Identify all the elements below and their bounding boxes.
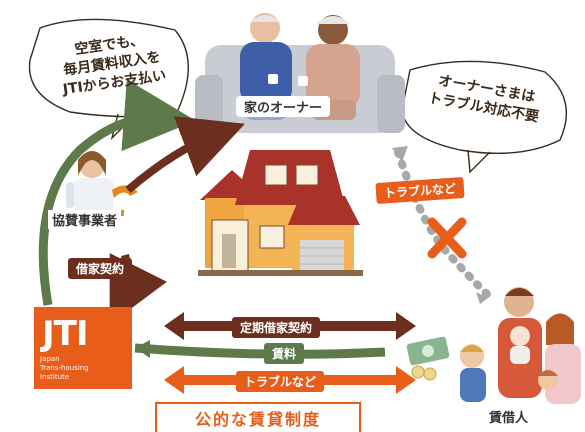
trouble-speech-bubble [401,60,567,174]
payment-arrow [38,79,196,306]
tenant-label: 賃借人 [484,407,534,426]
house-illustration [198,150,363,276]
fixed-lease-label: 定期借家契約 [232,317,321,338]
trouble-bottom-label: トラブルなど [236,371,325,392]
owner-label: 家のオーナー [236,96,331,117]
system-label: 公的な賃貸制度 [155,402,361,432]
partner-label: 協賛事業者 [48,210,122,229]
lease-tag: 借家契約 [68,258,133,279]
partner-illustration [66,151,138,216]
jti-logo-box [34,307,132,389]
money-icon [406,336,450,381]
rent-label: 賃料 [264,343,305,364]
trouble-dotted-path [394,148,492,299]
jti-logo-text: JTI [42,314,88,354]
tenant-family-illustration [460,287,581,404]
jti-subtitle: Japan Trans-housing Institute [40,355,89,381]
rent-arrow [134,343,386,359]
partner-to-owner-arrow [125,116,245,194]
no-trouble-x-icon [427,217,467,259]
